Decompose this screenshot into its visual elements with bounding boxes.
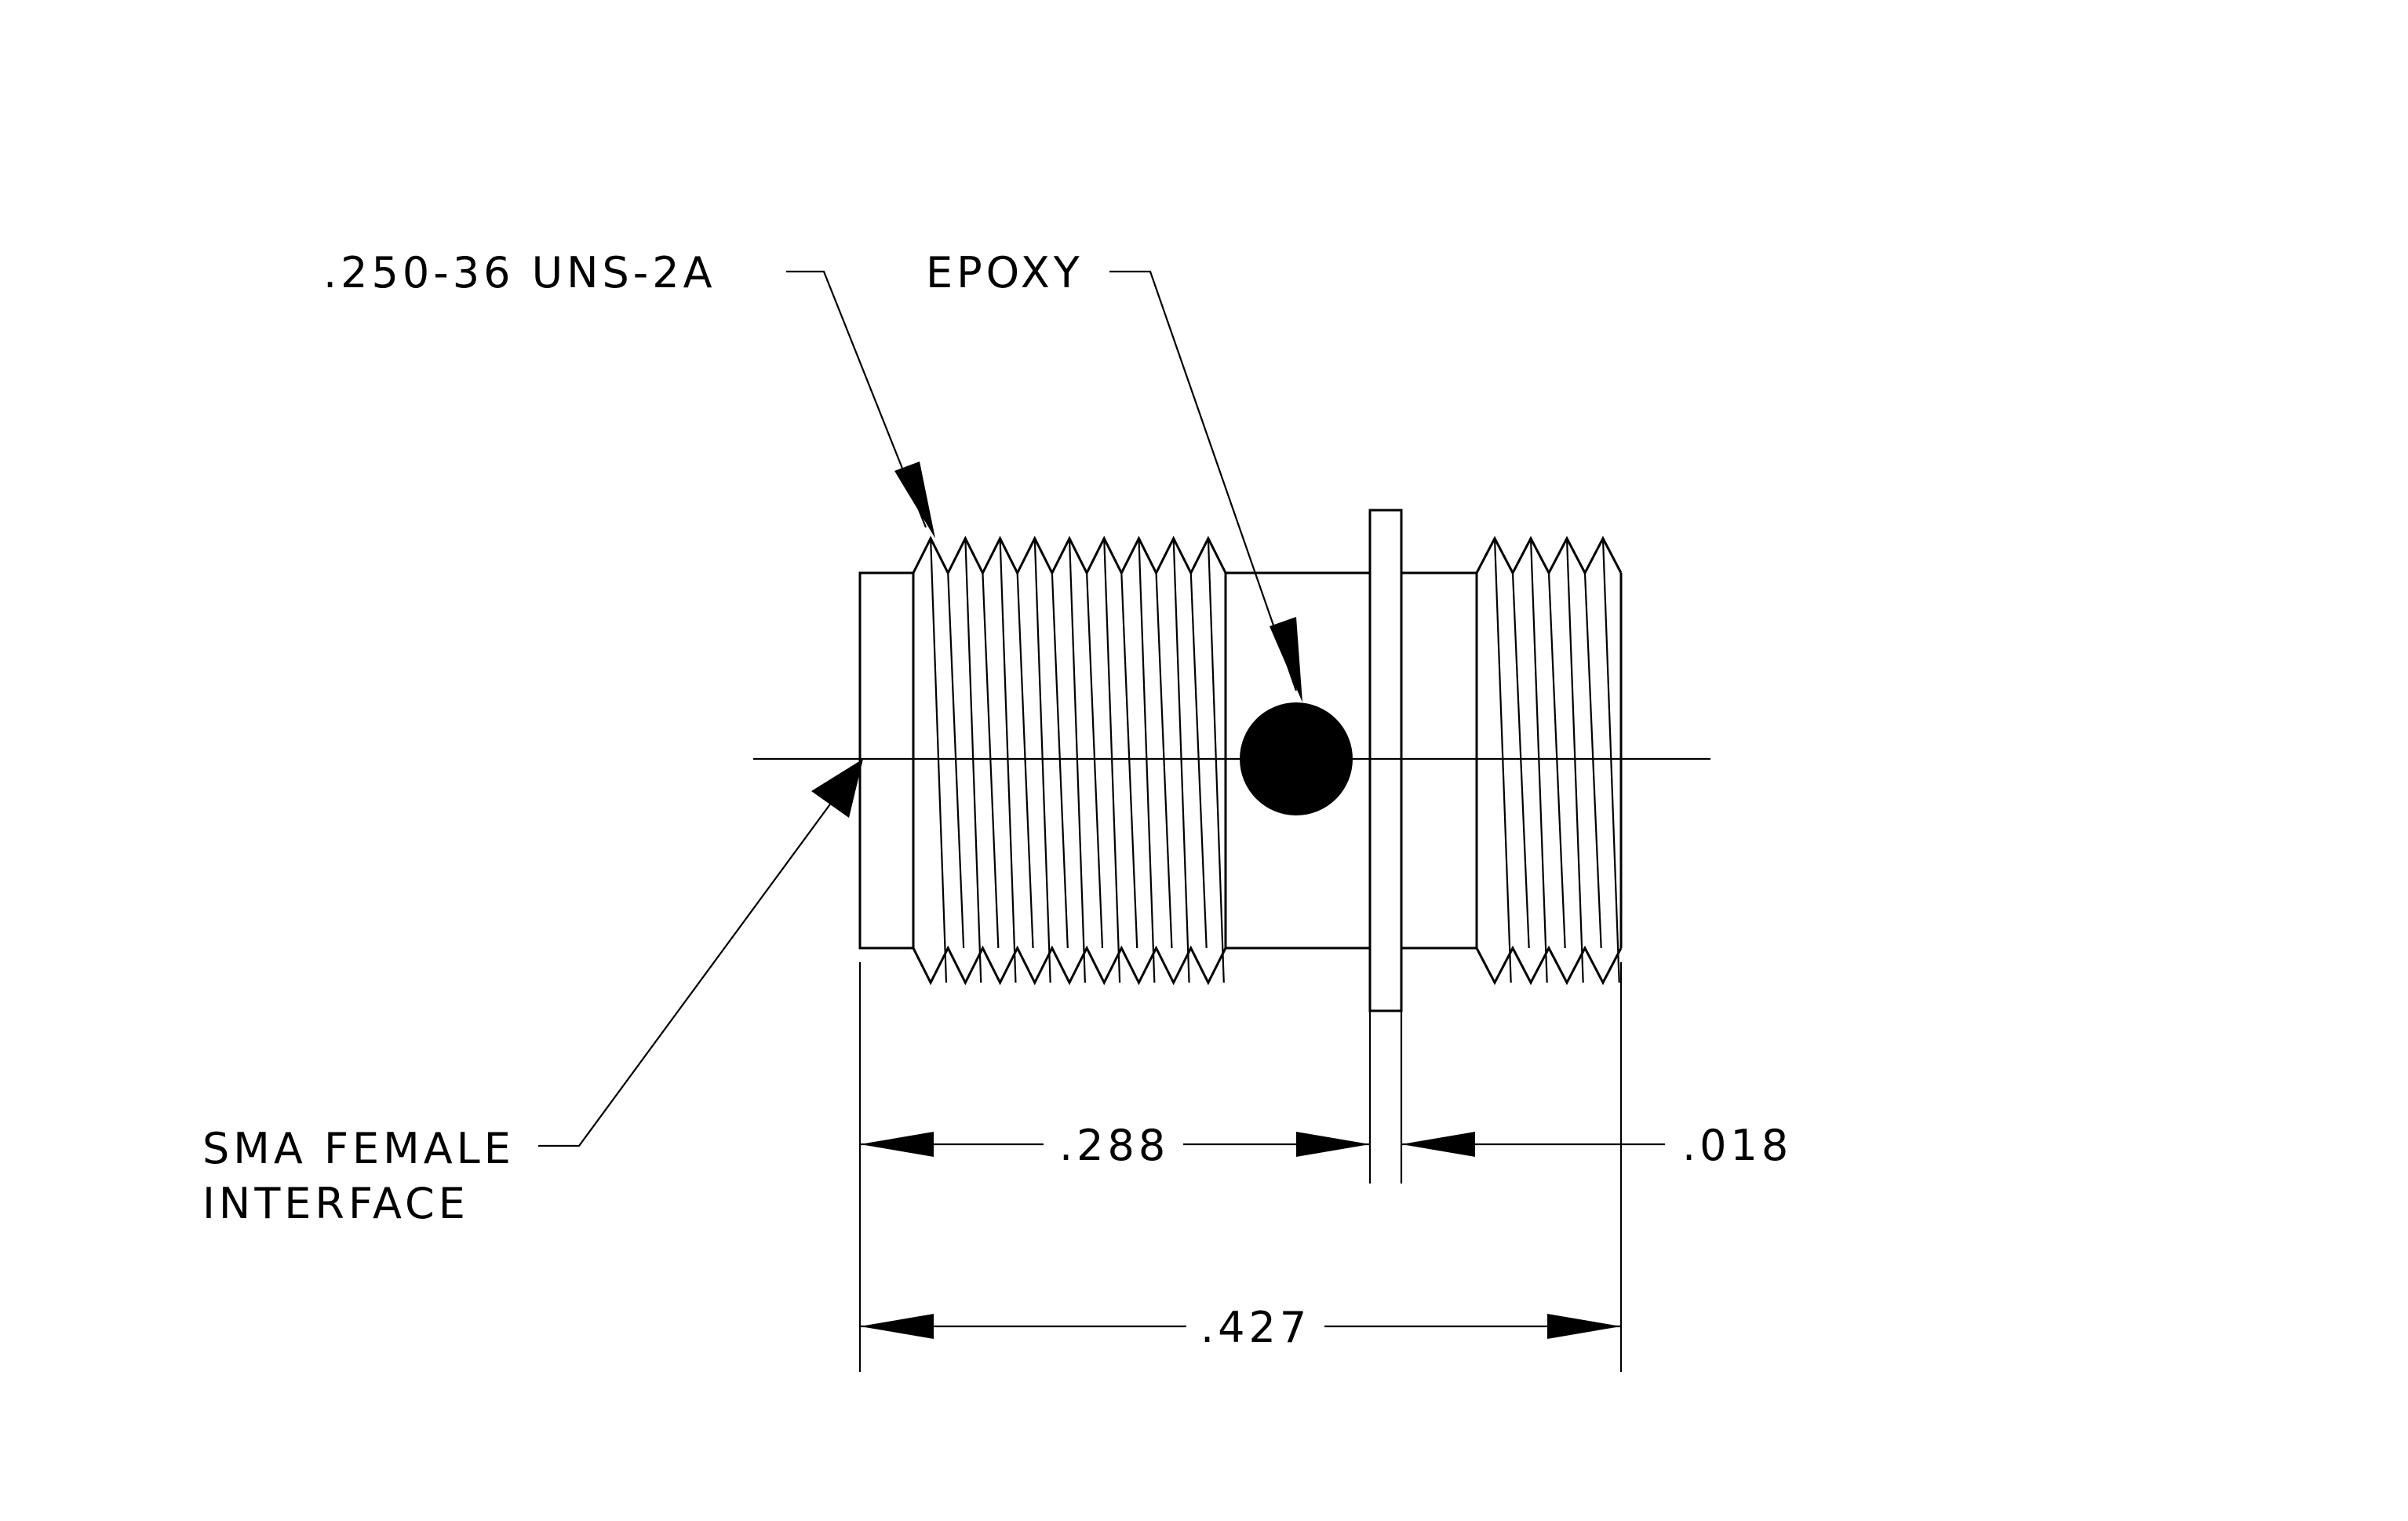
dimension-018: .018 <box>1401 1121 1792 1170</box>
dim-427-text: .427 <box>1200 1303 1310 1352</box>
thread-leader <box>786 270 927 528</box>
extension-lines <box>858 962 1623 1372</box>
dim-427-arrow-left <box>860 1314 934 1339</box>
thread-spec-callout: .250-36 UNS-2A <box>323 248 935 538</box>
left-thread-bottom-profile <box>912 945 1227 986</box>
left-thread-root-line <box>982 572 1000 949</box>
left-thread-crest-line <box>1172 538 1190 983</box>
interface-leader <box>538 801 832 1147</box>
thread-spec-label: .250-36 UNS-2A <box>323 248 716 297</box>
right-thread-bottom-profile <box>1475 945 1623 986</box>
dim-018-arrow <box>1401 1132 1475 1157</box>
dim-288-arrow-right <box>1296 1132 1370 1157</box>
right-thread-root-line <box>1547 572 1566 949</box>
epoxy-callout: EPOXY <box>926 248 1302 702</box>
dimension-288: .288 <box>860 1121 1370 1170</box>
left-thread-crest-line <box>1068 538 1086 983</box>
epoxy-label: EPOXY <box>926 248 1084 297</box>
right-thread-crest-line <box>1565 538 1584 983</box>
interface-callout: SMA FEMALE INTERFACE <box>202 759 863 1228</box>
left-thread-crest-line <box>1033 538 1051 983</box>
thread-arrowhead <box>894 461 935 538</box>
right-thread-crest-line <box>1601 538 1620 983</box>
left-thread-crest-line <box>999 538 1017 983</box>
interface-label-line2: INTERFACE <box>202 1179 469 1228</box>
left-thread-root-line <box>1189 572 1208 949</box>
left-thread-root-line <box>1120 572 1138 949</box>
right-thread-root-line <box>1583 572 1602 949</box>
left-thread-root-line <box>947 572 965 949</box>
left-thread-root-line <box>1051 572 1069 949</box>
flange <box>1368 509 1403 1012</box>
dim-288-arrow-left <box>860 1132 934 1157</box>
dim-288-text: .288 <box>1059 1121 1169 1170</box>
right-threaded-section <box>1475 535 1623 986</box>
interface-arrowhead <box>811 759 863 818</box>
right-thread-top-profile <box>1475 535 1623 576</box>
right-thread-crest-line <box>1529 538 1548 983</box>
left-thread-crest-line <box>1138 538 1156 983</box>
dimension-427: .427 <box>860 1303 1621 1352</box>
left-thread-root-line <box>1016 572 1034 949</box>
epoxy-dot <box>1240 702 1353 815</box>
left-threaded-section <box>912 535 1227 986</box>
interface-barrel <box>858 571 915 950</box>
left-thread-crest-line <box>930 538 948 983</box>
epoxy-leader <box>1109 270 1298 691</box>
left-thread-crest-line <box>1207 538 1225 983</box>
right-thread-root-line <box>1511 572 1530 949</box>
connector-body <box>858 509 1623 1012</box>
dim-018-text: .018 <box>1682 1121 1792 1170</box>
dim-427-arrow-right <box>1547 1314 1621 1339</box>
interface-label-line1: SMA FEMALE <box>202 1124 515 1173</box>
right-thread-crest-line <box>1493 538 1512 983</box>
rear-body-section <box>1400 571 1478 950</box>
epoxy-arrowhead <box>1270 617 1302 702</box>
left-thread-root-line <box>1155 572 1173 949</box>
left-thread-crest-line <box>964 538 982 983</box>
left-thread-root-line <box>1086 572 1104 949</box>
left-thread-crest-line <box>1103 538 1121 983</box>
